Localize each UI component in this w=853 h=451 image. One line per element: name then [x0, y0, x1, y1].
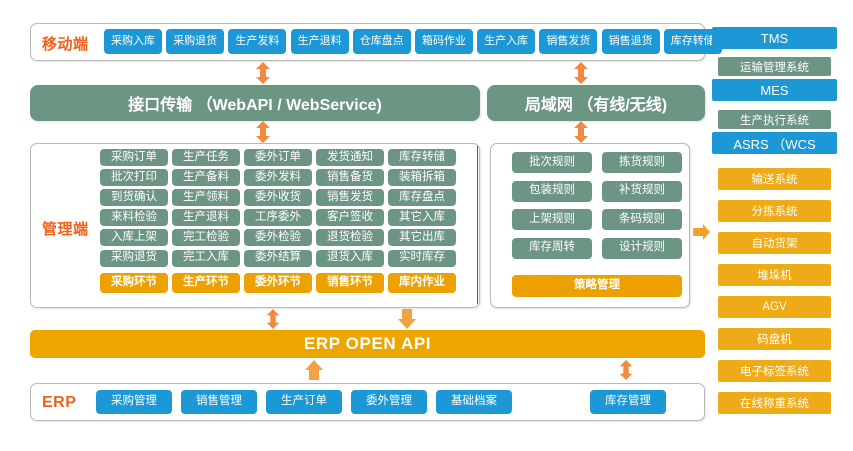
- mgmt-chip-1-1[interactable]: 生产备料: [172, 169, 240, 187]
- arrow-interface-management: [255, 121, 271, 143]
- strategy-footer[interactable]: 策略管理: [512, 275, 682, 297]
- arrow-api-erp-up: [305, 360, 323, 380]
- erp-chip-0[interactable]: 采购管理: [96, 390, 172, 414]
- arrow-mobile-lan: [573, 62, 589, 84]
- external-system-header-2[interactable]: ASRS （WCS: [712, 132, 837, 154]
- mgmt-chip-0-1[interactable]: 批次打印: [100, 169, 168, 187]
- mobile-chip-0[interactable]: 采购入库: [104, 29, 162, 54]
- mobile-chip-6[interactable]: 生产入库: [477, 29, 536, 54]
- mgmt-chip-3-2[interactable]: 销售发货: [316, 189, 384, 207]
- mgmt-chip-4-1[interactable]: 装箱拆箱: [388, 169, 456, 187]
- mgmt-footer-0[interactable]: 采购环节: [100, 272, 168, 293]
- external-system-header-1[interactable]: MES: [712, 79, 837, 101]
- mgmt-chip-1-2[interactable]: 生产领料: [172, 189, 240, 207]
- mobile-chip-5[interactable]: 箱码作业: [415, 29, 473, 54]
- mobile-chip-7[interactable]: 销售发货: [539, 29, 598, 54]
- asrs-item-3[interactable]: 堆垛机: [718, 264, 831, 286]
- mgmt-footer-4[interactable]: 库内作业: [388, 272, 456, 293]
- mgmt-chip-0-0[interactable]: 采购订单: [100, 149, 168, 166]
- mobile-panel-label: 移动端: [42, 36, 89, 53]
- mgmt-footer-3[interactable]: 销售环节: [316, 272, 384, 293]
- asrs-item-5[interactable]: 码盘机: [718, 328, 831, 350]
- strategy-chip-3-1[interactable]: 设计规则: [602, 237, 682, 259]
- mgmt-chip-2-0[interactable]: 委外订单: [244, 149, 312, 166]
- mgmt-chip-2-5[interactable]: 委外结算: [244, 249, 312, 267]
- erp-open-api-bar: ERP OPEN API: [30, 330, 705, 358]
- mgmt-chip-2-4[interactable]: 委外检验: [244, 229, 312, 247]
- mgmt-chip-1-0[interactable]: 生产任务: [172, 149, 240, 166]
- arrow-strategy-asrs: [693, 223, 711, 241]
- mgmt-chip-3-5[interactable]: 退货入库: [316, 249, 384, 267]
- strategy-chip-2-0[interactable]: 上架规则: [512, 209, 592, 230]
- mgmt-footer-2[interactable]: 委外环节: [244, 272, 312, 293]
- erp-chip-3[interactable]: 委外管理: [351, 390, 427, 414]
- mgmt-chip-3-4[interactable]: 退货检验: [316, 229, 384, 247]
- mgmt-chip-0-3[interactable]: 来料检验: [100, 209, 168, 227]
- mgmt-chip-4-3[interactable]: 其它入库: [388, 209, 456, 227]
- mgmt-chip-0-2[interactable]: 到货确认: [100, 189, 168, 207]
- mgmt-chip-3-1[interactable]: 销售备货: [316, 169, 384, 187]
- mobile-chip-8[interactable]: 销售退货: [601, 29, 660, 54]
- mgmt-footer-1[interactable]: 生产环节: [172, 272, 240, 293]
- arrow-management-api-left: [265, 309, 281, 329]
- erp-chip-2[interactable]: 生产订单: [266, 390, 342, 414]
- mgmt-chip-2-1[interactable]: 委外发料: [244, 169, 312, 187]
- mobile-chip-4[interactable]: 仓库盘点: [352, 29, 411, 54]
- mgmt-chip-2-2[interactable]: 委外收货: [244, 189, 312, 207]
- external-system-sub-1[interactable]: 生产执行系统: [718, 110, 831, 129]
- asrs-item-2[interactable]: 自动货架: [718, 232, 831, 254]
- strategy-chip-0-1[interactable]: 拣货规则: [602, 152, 682, 173]
- mobile-chip-3[interactable]: 生产退料: [290, 29, 349, 54]
- mgmt-chip-3-3[interactable]: 客户签收: [316, 209, 384, 227]
- interface-transport-bar: 接口传输 （WebAPI / WebService): [30, 85, 480, 121]
- erp-chip-4[interactable]: 基础档案: [436, 390, 512, 414]
- arrow-mobile-interface: [255, 62, 271, 84]
- asrs-item-7[interactable]: 在线称重系统: [718, 392, 831, 414]
- mgmt-chip-1-4[interactable]: 完工检验: [172, 229, 240, 247]
- mgmt-chip-0-4[interactable]: 入库上架: [100, 229, 168, 247]
- mgmt-chip-4-0[interactable]: 库存转储: [388, 149, 456, 166]
- management-panel-divider: [477, 146, 478, 304]
- lan-bar: 局域网 （有线/无线): [487, 85, 705, 121]
- asrs-item-6[interactable]: 电子标签系统: [718, 360, 831, 382]
- strategy-chip-2-1[interactable]: 条码规则: [602, 209, 682, 230]
- mgmt-chip-3-0[interactable]: 发货通知: [316, 149, 384, 166]
- management-panel-label: 管理端: [42, 221, 89, 238]
- arrow-lan-strategy: [573, 121, 589, 143]
- asrs-item-0[interactable]: 输送系统: [718, 168, 831, 190]
- mgmt-chip-4-2[interactable]: 库存盘点: [388, 189, 456, 207]
- asrs-item-1[interactable]: 分拣系统: [718, 200, 831, 222]
- mgmt-chip-1-5[interactable]: 完工入库: [172, 249, 240, 267]
- erp-chip-1[interactable]: 销售管理: [181, 390, 257, 414]
- strategy-chip-1-0[interactable]: 包装规则: [512, 180, 592, 202]
- mgmt-chip-0-5[interactable]: 采购退货: [100, 249, 168, 267]
- external-system-header-0[interactable]: TMS: [712, 27, 837, 49]
- arrow-api-inventory: [618, 360, 634, 380]
- strategy-chip-1-1[interactable]: 补货规则: [602, 180, 682, 202]
- mobile-chip-1[interactable]: 采购退货: [166, 29, 225, 54]
- mgmt-chip-4-5[interactable]: 实时库存: [388, 249, 456, 267]
- mgmt-chip-1-3[interactable]: 生产退料: [172, 209, 240, 227]
- arrow-strategy-api: [398, 309, 416, 329]
- strategy-chip-0-0[interactable]: 批次规则: [512, 152, 592, 173]
- erp-chip-inventory[interactable]: 库存管理: [590, 390, 666, 414]
- erp-panel-label: ERP: [42, 394, 77, 411]
- mobile-chip-2[interactable]: 生产发料: [228, 29, 287, 54]
- mgmt-chip-4-4[interactable]: 其它出库: [388, 229, 456, 247]
- asrs-item-4[interactable]: AGV: [718, 296, 831, 318]
- strategy-chip-3-0[interactable]: 库存周转: [512, 237, 592, 259]
- external-system-sub-0[interactable]: 运输管理系统: [718, 57, 831, 76]
- mgmt-chip-2-3[interactable]: 工序委外: [244, 209, 312, 227]
